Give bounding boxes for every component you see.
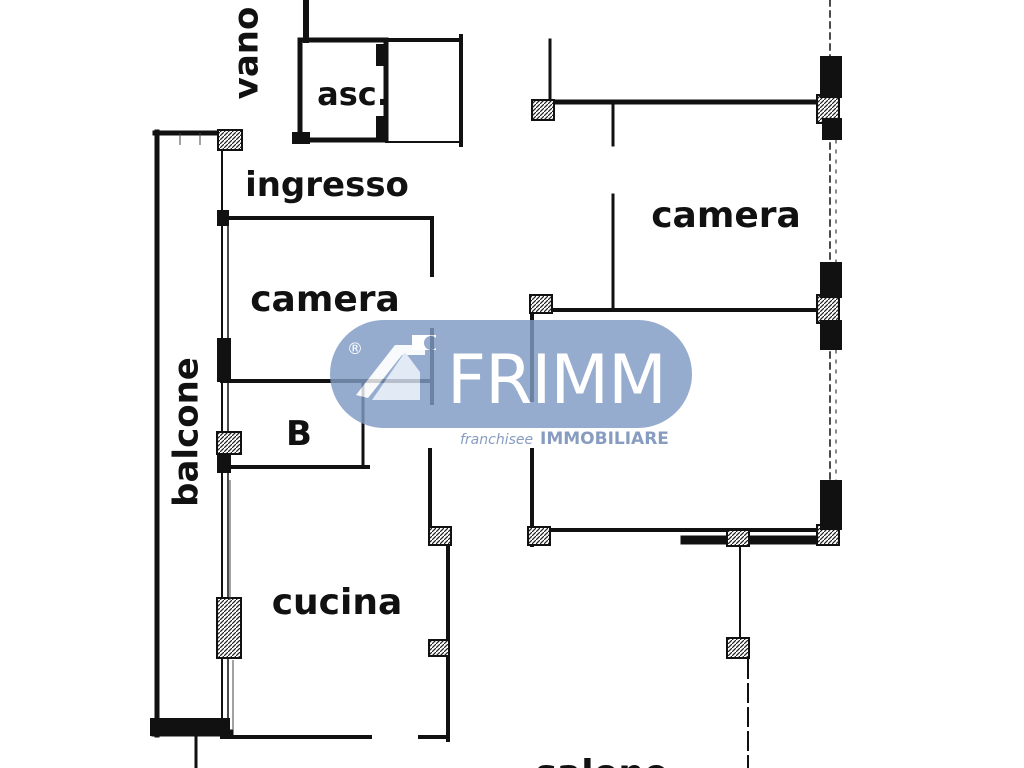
- label-camera-left: camera: [250, 279, 400, 320]
- label-balcone: balcone: [167, 357, 207, 507]
- wall-block: [376, 116, 386, 138]
- label-vano: vano: [227, 7, 267, 100]
- wall-block: [820, 262, 842, 298]
- pillar: [726, 529, 750, 547]
- frimm-watermark: ® FRIMM franchisee IMMOBILIARE: [330, 320, 692, 449]
- label-cucina: cucina: [272, 582, 403, 623]
- watermark-registered: ®: [347, 339, 363, 358]
- watermark-brand: FRIMM: [447, 341, 666, 420]
- pillars: [216, 94, 840, 659]
- pillar: [726, 637, 750, 659]
- wall-block: [217, 455, 231, 473]
- wall-block: [150, 718, 230, 736]
- pillar: [527, 526, 551, 546]
- house-icon: [356, 335, 438, 400]
- pillar: [216, 597, 242, 659]
- window-marks: [179, 133, 234, 730]
- wall-block: [217, 210, 229, 226]
- wall-block: [820, 480, 842, 530]
- wall-block: [820, 320, 842, 350]
- pillar: [217, 129, 243, 151]
- pillar: [216, 431, 242, 455]
- label-camera-top-right: camera: [651, 195, 801, 236]
- label-ingresso: ingresso: [245, 165, 409, 205]
- label-bagno: B: [286, 414, 312, 454]
- pillar: [428, 639, 450, 657]
- pillar: [529, 294, 553, 314]
- pillar: [816, 294, 840, 324]
- wall-block: [822, 118, 842, 140]
- elevator-shaft: [297, 37, 389, 143]
- pillar: [428, 526, 452, 546]
- label-salone: salone: [536, 753, 669, 768]
- wall-block: [820, 56, 842, 98]
- wall-block: [376, 44, 386, 66]
- watermark-tagline-prefix: franchisee: [460, 432, 533, 448]
- wall-block: [292, 132, 310, 144]
- wall-block: [217, 338, 231, 382]
- label-asc: asc.: [317, 75, 389, 113]
- watermark-tagline-main: IMMOBILIARE: [540, 429, 669, 449]
- pillar: [531, 99, 555, 121]
- solid-blocks: [150, 44, 842, 736]
